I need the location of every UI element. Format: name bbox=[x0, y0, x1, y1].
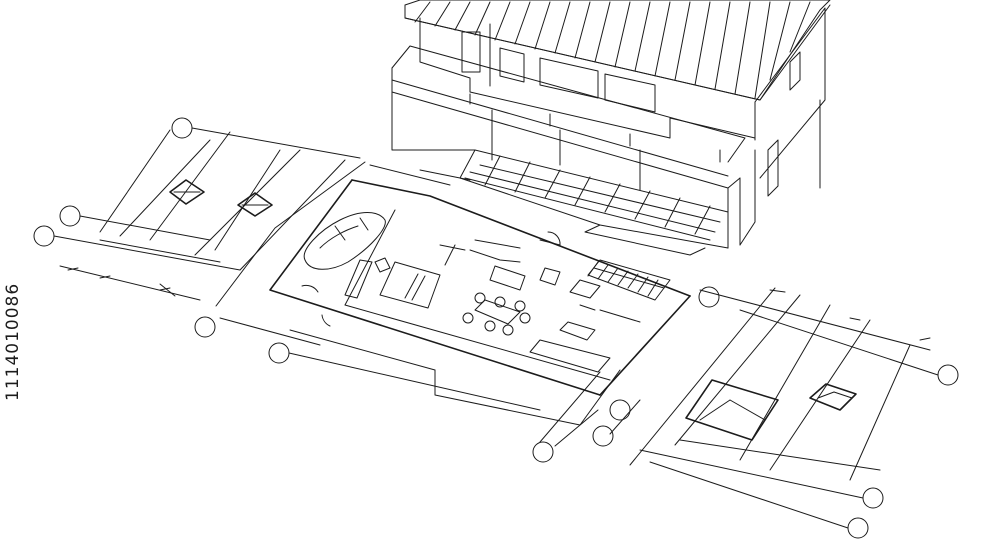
house-perspective bbox=[391, 0, 831, 256]
car-icon bbox=[303, 212, 386, 270]
kitchen-counter bbox=[344, 257, 441, 309]
upper-floor bbox=[391, 7, 826, 179]
ground-floor bbox=[391, 79, 821, 256]
dining-table-icon bbox=[462, 292, 531, 336]
right-roof-plan bbox=[629, 287, 939, 529]
floor-plan bbox=[215, 161, 691, 447]
sofa-icon bbox=[529, 321, 611, 373]
left-roof-plan bbox=[53, 127, 361, 301]
dimension-ticks bbox=[67, 267, 931, 341]
grid-axis-markers bbox=[33, 117, 959, 539]
stock-id-label: 1114010086 bbox=[3, 282, 23, 401]
staircase bbox=[587, 259, 671, 301]
house-roof bbox=[404, 0, 831, 101]
